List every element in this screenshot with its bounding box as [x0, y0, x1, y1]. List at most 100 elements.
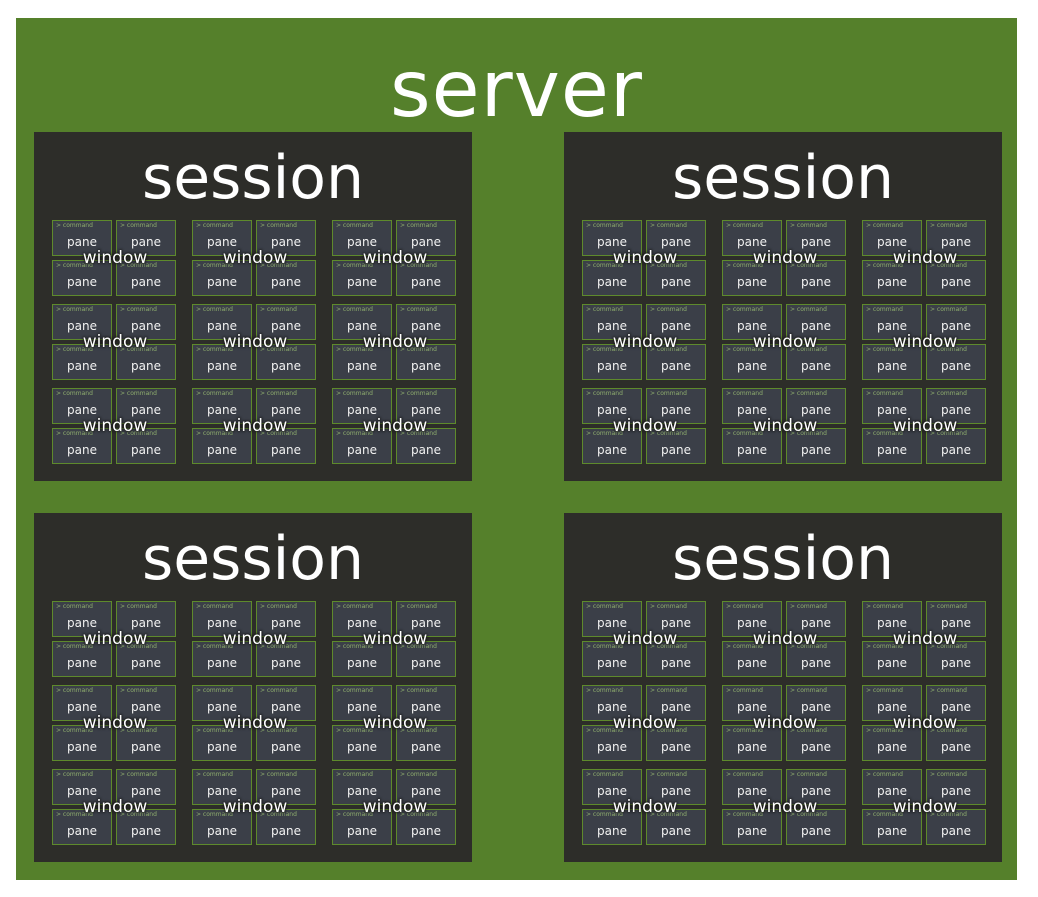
pane-box: > command pane: [332, 428, 392, 464]
pane-command-text: > command: [260, 430, 297, 437]
pane-label: pane: [597, 740, 627, 754]
pane-command-text: > command: [866, 222, 903, 229]
pane-command-text: > command: [336, 430, 373, 437]
pane-command-text: > command: [336, 603, 373, 610]
pane-label: pane: [941, 403, 971, 417]
pane-label: pane: [207, 403, 237, 417]
pane-label: pane: [347, 319, 377, 333]
pane-label: pane: [737, 443, 767, 457]
pane-command-text: > command: [726, 811, 763, 818]
pane-command-text: > command: [586, 727, 623, 734]
pane-command-text: > command: [56, 346, 93, 353]
pane-command-text: > command: [56, 687, 93, 694]
pane-label: pane: [737, 319, 767, 333]
pane-label: pane: [597, 235, 627, 249]
pane-label: pane: [207, 700, 237, 714]
pane-label: pane: [877, 359, 907, 373]
pane-label: pane: [801, 740, 831, 754]
pane-label: pane: [801, 656, 831, 670]
pane-label: pane: [941, 784, 971, 798]
pane-label: pane: [877, 784, 907, 798]
pane-label: pane: [347, 235, 377, 249]
pane-command-text: > command: [120, 222, 157, 229]
pane-command-text: > command: [120, 811, 157, 818]
pane-label: pane: [207, 740, 237, 754]
pane-command-text: > command: [650, 771, 687, 778]
pane-command-text: > command: [726, 262, 763, 269]
pane-label: pane: [347, 443, 377, 457]
pane-command-text: > command: [726, 771, 763, 778]
pane-label: pane: [347, 656, 377, 670]
pane-command-text: > command: [196, 430, 233, 437]
pane-command-text: > command: [400, 262, 437, 269]
pane-label: pane: [411, 616, 441, 630]
pane-label: pane: [801, 443, 831, 457]
pane-command-text: > command: [790, 727, 827, 734]
pane-command-text: > command: [260, 643, 297, 650]
pane-label: pane: [941, 740, 971, 754]
pane-box: > command pane: [582, 725, 642, 761]
pane-command-text: > command: [120, 603, 157, 610]
pane-label: pane: [67, 319, 97, 333]
pane-label: pane: [661, 740, 691, 754]
pane-command-text: > command: [260, 687, 297, 694]
pane-command-text: > command: [260, 603, 297, 610]
pane-label: pane: [737, 403, 767, 417]
pane-command-text: > command: [336, 390, 373, 397]
pane-command-text: > command: [260, 346, 297, 353]
pane-label: pane: [941, 656, 971, 670]
pane-label: pane: [877, 740, 907, 754]
pane-command-text: > command: [586, 430, 623, 437]
pane-label: pane: [411, 319, 441, 333]
pane-label: pane: [801, 784, 831, 798]
pane-command-text: > command: [586, 643, 623, 650]
session-title: session: [671, 524, 895, 594]
pane-command-text: > command: [336, 306, 373, 313]
pane-label: pane: [207, 824, 237, 838]
pane-label: pane: [411, 784, 441, 798]
pane-label: pane: [131, 656, 161, 670]
pane-command-text: > command: [196, 771, 233, 778]
pane-command-text: > command: [586, 603, 623, 610]
pane-command-text: > command: [790, 306, 827, 313]
pane-command-text: > command: [930, 222, 967, 229]
pane-label: pane: [597, 443, 627, 457]
pane-command-text: > command: [726, 603, 763, 610]
